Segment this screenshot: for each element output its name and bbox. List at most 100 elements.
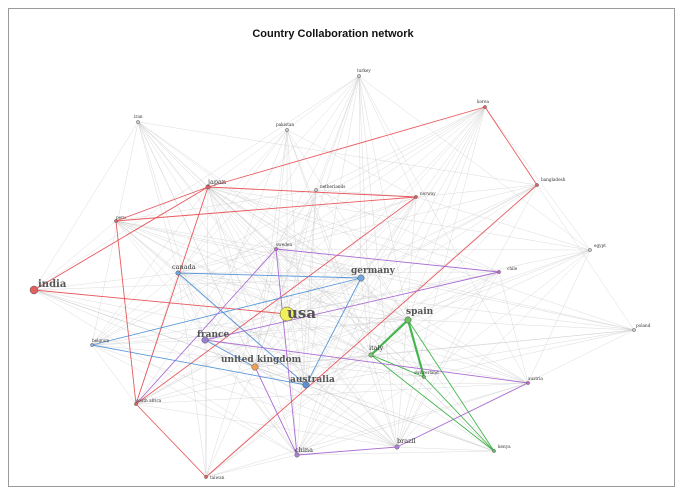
edge-france-iran [137, 121, 206, 341]
edge-austria-taiwan [205, 382, 529, 478]
node-usa[interactable] [279, 306, 295, 322]
edge-france-pakistan [204, 129, 288, 341]
edge-usa-egypt [286, 249, 591, 315]
edge-canada-iran [137, 121, 179, 274]
edge-brazil-bangladesh [396, 184, 538, 448]
node-japan[interactable] [205, 184, 211, 190]
edge-brazil-pakistan [286, 129, 398, 448]
cluster-edge-japan-india [33, 186, 209, 291]
node-pakistan[interactable] [285, 128, 289, 132]
node-belgium[interactable] [90, 343, 94, 347]
edge-usa-iran [137, 121, 288, 315]
edge-norway-sweden [275, 196, 417, 250]
edge-peru-austria [115, 220, 529, 384]
node-norway[interactable] [414, 195, 418, 199]
edge-switzerland-poland [423, 329, 635, 378]
node-taiwan[interactable] [204, 475, 208, 479]
edge-japan-switzerland [207, 186, 425, 378]
node-label-chile: chile [507, 266, 518, 271]
edge-japan-taiwan [205, 186, 209, 478]
node-label-kenya: kenya [498, 444, 511, 449]
node-austria[interactable] [526, 381, 530, 385]
node-spain[interactable] [404, 316, 412, 324]
edge-italy-japan [207, 186, 372, 356]
node-switzerland[interactable] [422, 375, 426, 379]
edge-switzerland-belgium [91, 344, 425, 378]
cluster-edges [33, 106, 538, 478]
cluster-edge-japan-south-africa [135, 186, 209, 405]
node-label-france: france [197, 330, 229, 340]
cluster-edge-norway-south-africa [135, 196, 417, 405]
edge-spain-belgium [91, 319, 409, 346]
nodes [29, 74, 636, 479]
node-germany[interactable] [357, 274, 365, 282]
edge-united-kingdom-egypt [254, 249, 591, 368]
edge-australia-taiwan [205, 384, 307, 478]
node-india[interactable] [29, 285, 39, 295]
node-brazil[interactable] [394, 444, 400, 450]
edge-sweden-taiwan [205, 248, 277, 478]
edge-spain-iran [137, 121, 409, 321]
node-poland[interactable] [632, 328, 636, 332]
node-chile[interactable] [497, 270, 501, 274]
edge-germany-turkey [358, 75, 362, 279]
node-netherlands[interactable] [314, 188, 318, 192]
cluster-edge-sweden-china [275, 248, 298, 456]
edge-egypt-korea [484, 106, 591, 251]
edge-italy-china [296, 354, 372, 456]
edge-spain-chile [407, 271, 500, 321]
edge-usa-china [286, 313, 298, 456]
node-italy[interactable] [368, 352, 374, 358]
edge-united-kingdom-korea [254, 106, 486, 368]
edge-france-south-africa [135, 339, 206, 405]
cluster-edge-france-chile [204, 271, 500, 341]
edge-germany-south-africa [135, 277, 362, 405]
cluster-edge-germany-australia [305, 277, 362, 386]
edge-brazil-south-africa [135, 403, 398, 448]
node-australia[interactable] [302, 381, 310, 389]
edge-china-norway [296, 196, 417, 456]
edge-sweden-austria [275, 248, 529, 384]
node-kenya[interactable] [492, 449, 496, 453]
cluster-edge-belgium-australia [91, 344, 307, 386]
node-label-usa: usa [287, 304, 316, 322]
edge-netherlands-sweden [275, 189, 317, 250]
node-canada[interactable] [175, 270, 181, 276]
edge-japan-belgium [91, 186, 209, 346]
edge-brazil-iran [137, 121, 398, 448]
node-iran[interactable] [136, 120, 140, 124]
edge-sweden-pakistan [275, 129, 288, 250]
node-egypt[interactable] [588, 248, 592, 252]
node-korea[interactable] [483, 105, 487, 109]
node-south-africa[interactable] [134, 402, 138, 406]
cluster-edge-france-united-kingdom [204, 339, 256, 368]
edge-china-taiwan [205, 454, 298, 478]
node-peru[interactable] [114, 219, 118, 223]
edge-india-germany [33, 277, 362, 291]
edge-india-canada [33, 272, 179, 291]
edge-germany-italy [360, 277, 372, 356]
node-china[interactable] [294, 452, 300, 458]
node-france[interactable] [201, 336, 209, 344]
edge-spain-turkey [358, 75, 409, 321]
node-united-kingdom[interactable] [251, 363, 259, 371]
node-label-belgium: belgium [92, 338, 109, 343]
edge-usa-germany [286, 277, 362, 315]
edge-canada-turkey [177, 75, 360, 274]
node-turkey[interactable] [357, 74, 361, 78]
edge-india-china [33, 289, 298, 456]
edge-japan-poland [207, 186, 635, 331]
edge-norway-bangladesh [415, 184, 538, 198]
node-bangladesh[interactable] [535, 183, 539, 187]
cluster-edge-india-usa [33, 289, 288, 315]
edge-usa-chile [286, 271, 500, 315]
edge-bangladesh-iran [137, 121, 538, 186]
edge-italy-brazil [370, 354, 398, 448]
cluster-edge-italy-kenya [370, 354, 495, 452]
edge-usa-japan [207, 186, 288, 315]
edge-australia-korea [305, 106, 486, 386]
edge-canada-poland [177, 272, 635, 331]
node-sweden[interactable] [274, 247, 278, 251]
edge-united-kingdom-canada [177, 272, 256, 368]
edge-italy-poland [370, 329, 635, 356]
